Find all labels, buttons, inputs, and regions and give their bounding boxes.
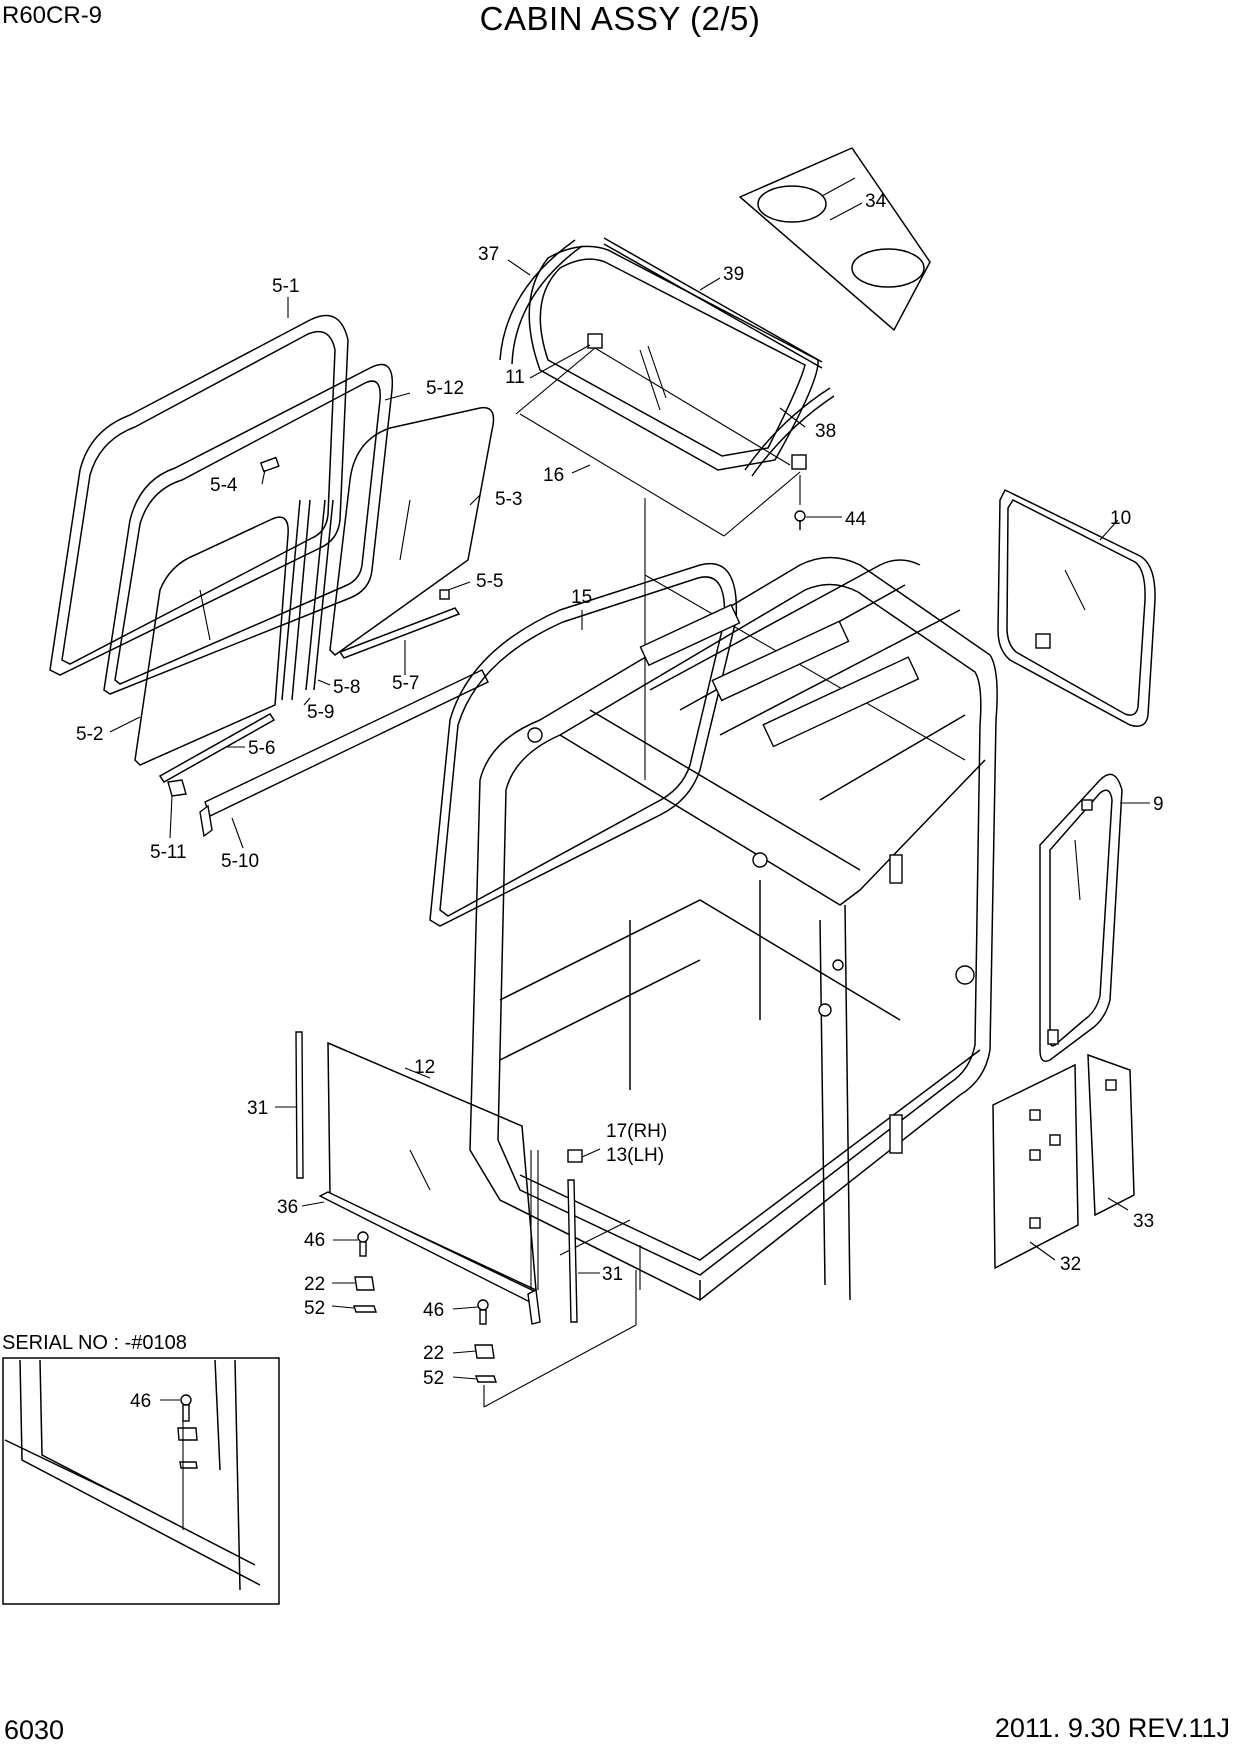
callout-5-8: 5-8 bbox=[333, 677, 360, 698]
callout-5-6: 5-6 bbox=[248, 738, 275, 759]
callout-46-inset: 46 bbox=[130, 1391, 151, 1412]
callout-17-rh: 17(RH) bbox=[606, 1121, 667, 1142]
callout-46-left: 46 bbox=[304, 1230, 325, 1251]
roof-cover-part bbox=[738, 147, 931, 332]
cabin-frame bbox=[469, 556, 998, 1301]
callout-37: 37 bbox=[478, 244, 499, 265]
callout-31-left: 31 bbox=[247, 1098, 268, 1119]
page-title: CABIN ASSY (2/5) bbox=[479, 0, 761, 37]
callout-5-5: 5-5 bbox=[476, 571, 503, 592]
callout-5-2: 5-2 bbox=[76, 724, 103, 745]
rear-panel-parts bbox=[992, 1053, 1135, 1270]
callout-5-9: 5-9 bbox=[307, 702, 334, 723]
revision-date: 2011. 9.30 REV.11J bbox=[994, 1713, 1230, 1743]
callout-39: 39 bbox=[723, 264, 744, 285]
bolt-bracket-hardware bbox=[353, 1149, 637, 1408]
callout-34: 34 bbox=[865, 191, 887, 212]
front-glass-part bbox=[429, 563, 738, 927]
callout-38: 38 bbox=[815, 421, 836, 442]
callout-5-4: 5-4 bbox=[210, 475, 238, 496]
serial-number-label: SERIAL NO : -#0108 bbox=[2, 1332, 187, 1354]
callout-5-11: 5-11 bbox=[150, 842, 187, 863]
callout-10: 10 bbox=[1110, 508, 1131, 529]
callout-33: 33 bbox=[1133, 1211, 1154, 1232]
leader-lines bbox=[109, 202, 1150, 1401]
callout-52-right: 52 bbox=[423, 1368, 444, 1389]
roof-glass-part bbox=[499, 237, 835, 780]
rear-side-glass-part bbox=[1039, 773, 1123, 1062]
callout-12: 12 bbox=[414, 1057, 435, 1078]
front-window-assembly bbox=[49, 314, 495, 838]
callout-13-lh: 13(LH) bbox=[606, 1145, 664, 1166]
serial-inset-detail bbox=[2, 1357, 280, 1605]
callout-32: 32 bbox=[1060, 1254, 1081, 1275]
callout-16: 16 bbox=[543, 465, 564, 486]
callout-22-left: 22 bbox=[304, 1274, 325, 1295]
callout-5-1: 5-1 bbox=[272, 276, 299, 297]
callout-5-7: 5-7 bbox=[392, 673, 419, 694]
callout-52-left: 52 bbox=[304, 1298, 325, 1319]
callout-9: 9 bbox=[1153, 794, 1164, 815]
callout-11: 11 bbox=[505, 367, 525, 388]
side-glass-part bbox=[295, 1031, 578, 1325]
page-number: 6030 bbox=[4, 1715, 65, 1745]
callout-5-3: 5-3 bbox=[495, 489, 522, 510]
callout-5-12: 5-12 bbox=[426, 378, 464, 399]
right-door-glass-part bbox=[997, 488, 1156, 727]
model-number: R60CR-9 bbox=[2, 2, 103, 29]
callout-46-right: 46 bbox=[423, 1300, 444, 1321]
callout-44: 44 bbox=[845, 509, 867, 530]
callout-15: 15 bbox=[571, 587, 592, 608]
callout-5-10: 5-10 bbox=[221, 851, 259, 872]
callout-36: 36 bbox=[277, 1197, 298, 1218]
callout-22-right: 22 bbox=[423, 1343, 444, 1364]
callout-labels: 34 37 39 11 38 16 44 5-1 5-12 5-4 5-3 5-… bbox=[76, 191, 1164, 1412]
callout-31-right: 31 bbox=[602, 1264, 623, 1285]
